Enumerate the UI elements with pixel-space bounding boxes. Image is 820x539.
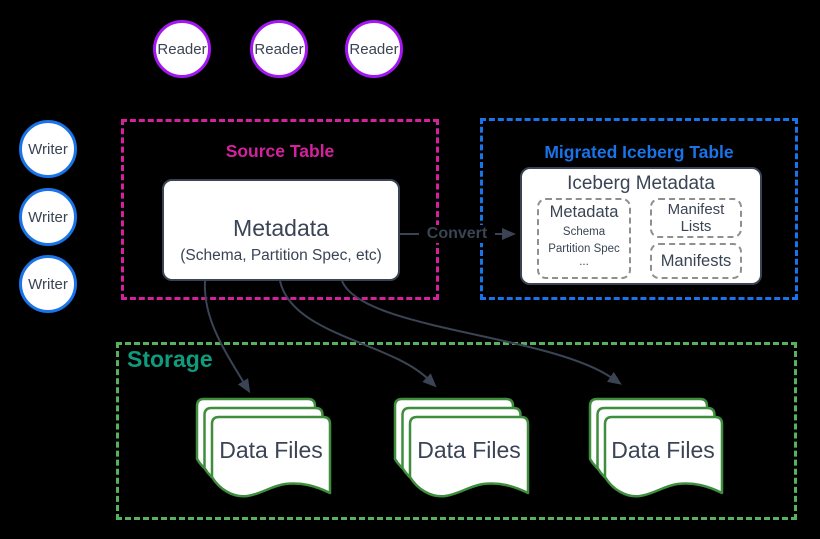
storage-box: Storage bbox=[116, 342, 797, 520]
reader-node-2: Reader bbox=[250, 20, 308, 78]
writer-label: Writer bbox=[28, 140, 68, 158]
source-table-title: Source Table bbox=[225, 141, 335, 161]
source-metadata-panel: Metadata (Schema, Partition Spec, etc) bbox=[162, 179, 400, 281]
source-metadata-subtitle: (Schema, Partition Spec, etc) bbox=[180, 247, 382, 264]
reader-node-1: Reader bbox=[153, 20, 211, 78]
iceberg-table-title: Migrated Iceberg Table bbox=[544, 142, 734, 162]
data-files-label-2: Data Files bbox=[417, 437, 521, 463]
iceberg-table-box: Migrated Iceberg Table bbox=[480, 118, 798, 300]
writer-label: Writer bbox=[28, 275, 68, 293]
reader-label: Reader bbox=[254, 40, 304, 58]
reader-label: Reader bbox=[157, 40, 207, 58]
writer-label: Writer bbox=[28, 208, 68, 226]
writer-node-3: Writer bbox=[19, 255, 77, 313]
iceberg-metadata-item-partition-spec: Partition Spec bbox=[548, 243, 620, 255]
data-files-label-1: Data Files bbox=[219, 437, 323, 463]
iceberg-metadata-sub-box: Metadata Schema Partition Spec ... bbox=[537, 198, 631, 279]
manifest-lists-box: Manifest Lists bbox=[650, 198, 742, 238]
writer-node-2: Writer bbox=[19, 188, 77, 246]
writer-node-1: Writer bbox=[19, 120, 77, 178]
reader-label: Reader bbox=[349, 40, 399, 58]
iceberg-metadata-sub-title: Metadata bbox=[549, 203, 619, 221]
iceberg-metadata-item-ellipsis: ... bbox=[579, 256, 589, 268]
iceberg-metadata-title: Iceberg Metadata bbox=[567, 173, 715, 194]
storage-title: Storage bbox=[127, 346, 213, 372]
iceberg-metadata-panel: Iceberg Metadata Metadata Schema Partiti… bbox=[520, 167, 762, 285]
data-files-label-3: Data Files bbox=[611, 437, 715, 463]
source-metadata-title: Metadata bbox=[233, 215, 329, 241]
manifest-lists-label: Manifest Lists bbox=[667, 201, 725, 235]
reader-node-3: Reader bbox=[345, 20, 403, 78]
convert-label: Convert bbox=[419, 225, 495, 243]
manifests-label: Manifests bbox=[660, 251, 732, 270]
iceberg-metadata-item-schema: Schema bbox=[562, 226, 606, 238]
manifests-box: Manifests bbox=[650, 243, 742, 279]
